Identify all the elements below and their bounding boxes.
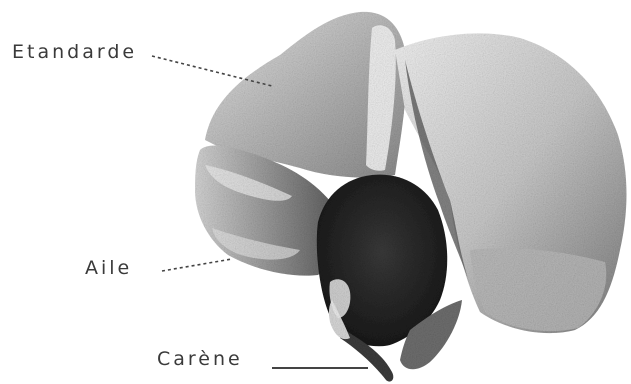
standard-label: Etandarde xyxy=(12,43,137,62)
wing-leader-line xyxy=(162,259,232,271)
keel-label: Carène xyxy=(157,350,243,369)
right-lower-band xyxy=(470,248,606,331)
wing-label: Aile xyxy=(85,259,132,278)
